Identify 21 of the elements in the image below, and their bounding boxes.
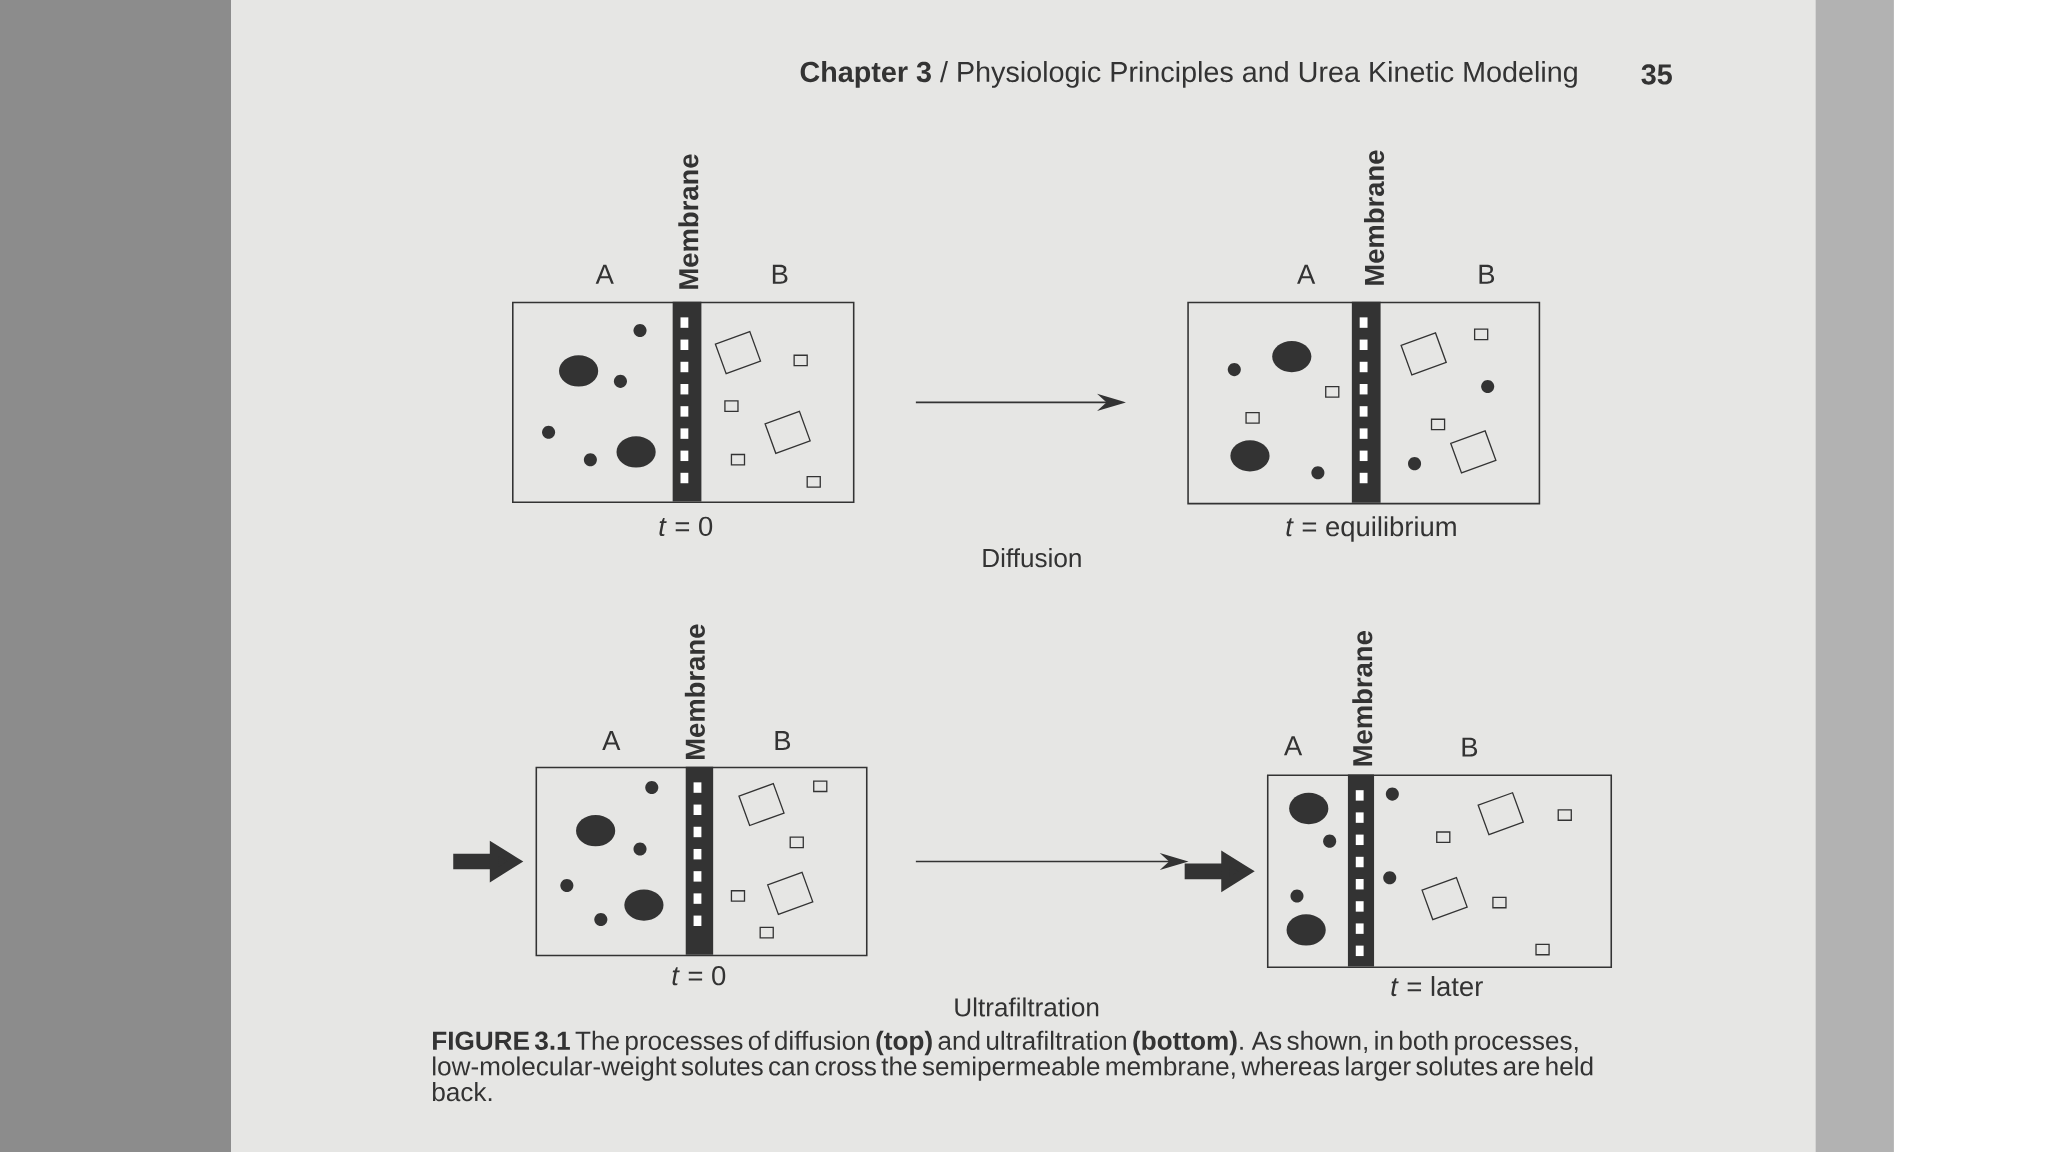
compartment-label: B: [1479, 264, 1495, 284]
membrane-label: Membrane: [1364, 150, 1385, 285]
page-number: 35: [1641, 64, 1672, 85]
figure-caption: FIGURE 3.1 The processes of diffusion (top) and ultrafiltration (bottom). As shown, in both processes, low-molecular-weight solutes can cross the semipermeable membrane, whereas larger solutes are held back.: [432, 1030, 1593, 1102]
time-label: t = 0: [672, 965, 726, 986]
time-label: t = equilibrium: [1286, 516, 1456, 542]
section-label: Ultrafiltration: [955, 997, 1099, 1017]
membrane-label: Membrane: [1352, 631, 1373, 766]
compartment-label: A: [1284, 736, 1303, 756]
time-label: t = 0: [659, 516, 713, 537]
section-label: Diffusion: [983, 548, 1081, 568]
time-label: t = later: [1391, 976, 1483, 997]
compartment-label: A: [595, 264, 614, 284]
compartment-label: B: [1462, 737, 1478, 757]
compartment-label: B: [772, 264, 788, 284]
compartment-label: B: [775, 731, 791, 750]
membrane-label: Membrane: [684, 624, 705, 759]
running-header: Chapter 3 / Physiologic Principles and Urea Kinetic Modeling: [800, 61, 1577, 88]
compartment-label: A: [1297, 264, 1316, 284]
membrane-label: Membrane: [678, 154, 699, 289]
compartment-label: A: [602, 731, 621, 750]
